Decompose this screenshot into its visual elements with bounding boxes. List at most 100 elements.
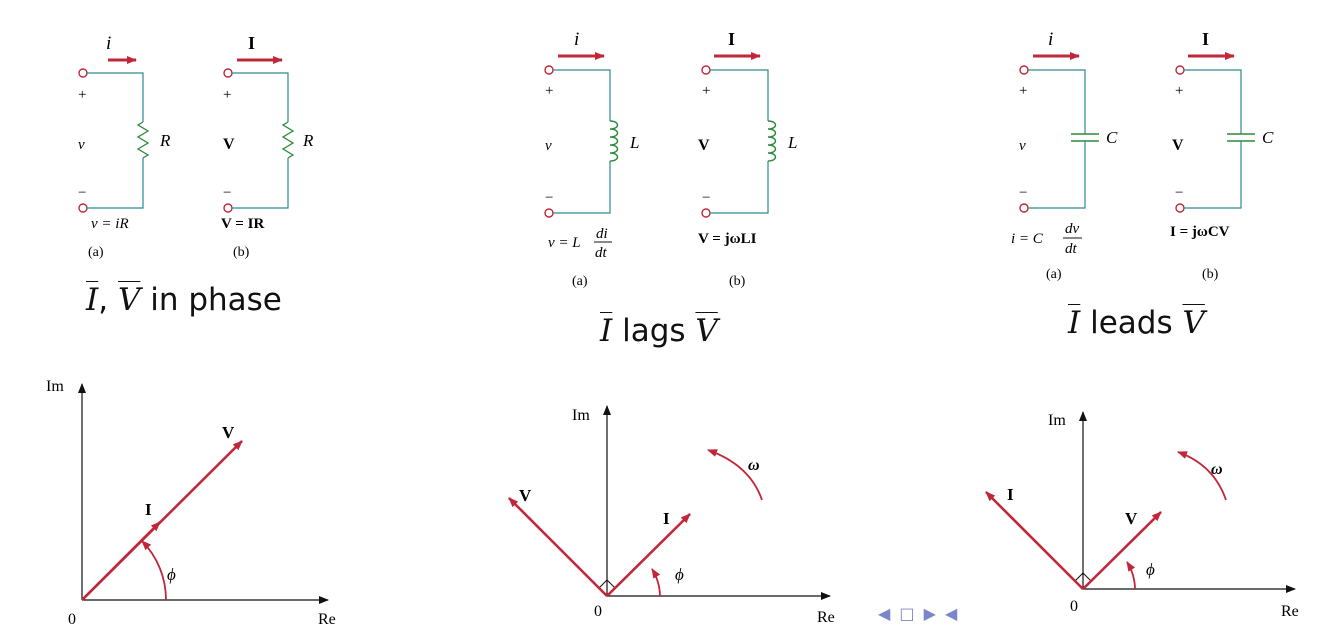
terminal-top	[1175, 65, 1185, 75]
plus-sign: +	[1175, 83, 1183, 99]
subfigure-label: (b)	[729, 274, 746, 289]
resistor-symbol	[281, 121, 295, 159]
caption-voltage-symbol: V	[1182, 305, 1205, 341]
current-label: I	[248, 33, 255, 53]
voltage-label: V	[1172, 137, 1184, 154]
current-phasor-label: I	[145, 500, 152, 519]
capacitor-circuit-a: i + − v C i = C dv dt (a)	[1011, 29, 1118, 282]
voltage-label: v	[545, 138, 552, 154]
wire	[1028, 141, 1086, 209]
caption-separator: ,	[98, 282, 109, 318]
voltage-label: V	[698, 137, 710, 154]
wire	[1184, 69, 1242, 134]
phase-angle-label: ϕ	[675, 565, 684, 584]
caption-relation: leads	[1090, 305, 1173, 341]
voltage-label: V	[223, 136, 235, 153]
origin-label: 0	[594, 603, 602, 620]
voltage-phasor-label: V	[1125, 509, 1138, 528]
subfigure-label: (b)	[233, 245, 250, 260]
plus-sign: +	[78, 87, 86, 103]
resistor-symbol	[136, 121, 150, 159]
resistor-circuit-a: i + − v R v = iR (a)	[78, 33, 171, 260]
caption-current-symbol: I	[600, 313, 613, 349]
wire	[87, 72, 144, 122]
minus-sign: −	[1175, 185, 1183, 201]
wire	[553, 69, 611, 121]
caption-inductor: I lags V	[600, 313, 718, 349]
inductor-circuit-a: i + − v L v = L di dt (a)	[544, 29, 639, 289]
current-label: i	[106, 33, 111, 54]
element-label: L	[787, 133, 797, 152]
minus-sign: −	[78, 185, 86, 201]
voltage-phasor-label: V	[222, 423, 235, 442]
caption-relation: in phase	[150, 282, 282, 318]
law-equation: v = iR	[91, 216, 129, 232]
terminal-top	[701, 65, 711, 75]
angular-frequency-label: ω	[1211, 461, 1223, 478]
inductor-coil	[609, 120, 619, 162]
law-equation: i = C	[1011, 231, 1044, 247]
current-label: I	[728, 29, 735, 49]
voltage-phasor	[1082, 511, 1162, 590]
phase-angle-label: ϕ	[1146, 560, 1155, 579]
inductor-coil	[767, 120, 777, 162]
rotation-arrow	[707, 449, 763, 501]
axis-label-im: Im	[1048, 412, 1066, 429]
terminal-top	[78, 68, 88, 78]
slide-navigation[interactable]: ◀ □ ▶ ◀	[878, 604, 960, 623]
element-label: L	[629, 133, 639, 152]
element-label: C	[1262, 128, 1274, 147]
phase-angle-arc	[1126, 561, 1136, 590]
axis-label-re: Re	[1281, 603, 1299, 620]
minus-sign: −	[1019, 185, 1027, 201]
law-equation: v = L	[548, 235, 581, 251]
law-equation: I = jωCV	[1170, 224, 1230, 240]
terminal-bottom	[1019, 203, 1029, 213]
subfigure-label: (a)	[88, 245, 104, 260]
axis-label-re: Re	[318, 611, 336, 628]
law-equation: V = jωLI	[698, 231, 757, 247]
axis-label-im: Im	[46, 378, 64, 395]
origin-label: 0	[1070, 598, 1078, 615]
phase-angle-label: ϕ	[167, 565, 176, 584]
wire	[232, 158, 289, 209]
wire	[710, 69, 769, 121]
law-equation: V = IR	[221, 216, 264, 232]
caption-current-symbol: I	[86, 282, 99, 318]
wire	[1028, 69, 1086, 134]
current-label: I	[1202, 29, 1209, 49]
current-phasor	[81, 521, 161, 601]
terminal-bottom	[1175, 203, 1185, 213]
plus-sign: +	[545, 83, 553, 99]
wire	[232, 72, 289, 122]
subfigure-label: (a)	[1046, 267, 1062, 282]
capacitor-circuit-b: I + − V C I = jωCV (b)	[1170, 29, 1274, 282]
terminal-top	[544, 65, 554, 75]
derivative-numerator: dv	[1065, 221, 1080, 237]
current-label: i	[1048, 29, 1053, 50]
phasor-diagram-resistor: Im Re 0 V I ϕ	[46, 378, 336, 628]
voltage-label: v	[1019, 138, 1026, 154]
angular-frequency-label: ω	[748, 457, 760, 474]
element-label: C	[1106, 128, 1118, 147]
voltage-phasor-label: V	[519, 486, 532, 505]
wire	[553, 161, 611, 214]
terminal-bottom	[544, 208, 554, 218]
current-phasor-label: I	[663, 509, 670, 528]
phase-angle-arc	[651, 568, 661, 597]
minus-sign: −	[223, 185, 231, 201]
derivative-denominator: dt	[595, 245, 608, 261]
terminal-top	[1019, 65, 1029, 75]
current-phasor-label: I	[1007, 485, 1014, 504]
plus-sign: +	[1019, 83, 1027, 99]
axis-label-re: Re	[817, 609, 835, 626]
rotation-arrow	[1177, 451, 1227, 501]
wire	[1184, 141, 1242, 209]
subfigure-label: (a)	[572, 274, 588, 289]
terminal-bottom	[223, 203, 233, 213]
caption-resistor: I, V in phase	[86, 282, 282, 318]
caption-current-symbol: I	[1068, 305, 1081, 341]
origin-label: 0	[68, 611, 76, 628]
derivative-denominator: dt	[1065, 241, 1078, 257]
resistor-circuit-b: I + − V R V = IR (b)	[221, 33, 314, 260]
